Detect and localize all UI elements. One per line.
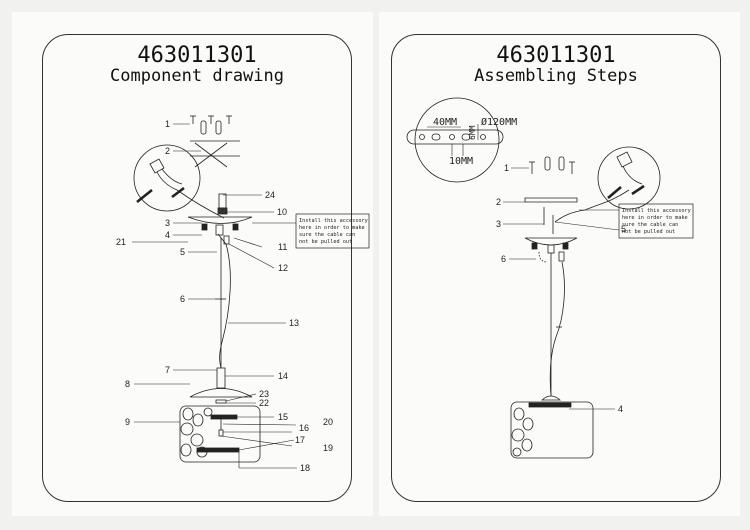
mounting-bracket-icon — [187, 193, 253, 245]
ceiling-canopy-icon — [524, 197, 586, 263]
assembly-drawing: 40MM Ø120MM 6MM 10MM — [406, 97, 694, 459]
step-callout-5: 5 — [621, 224, 626, 234]
callout-3: 3 — [165, 218, 170, 228]
callout-4: 4 — [165, 230, 170, 240]
callout-2: 2 — [165, 146, 170, 156]
step-callout-4: 4 — [618, 404, 623, 414]
callout-11: 11 — [278, 242, 287, 252]
component-drawing-title: Component drawing — [110, 66, 284, 86]
callout-12: 12 — [278, 263, 288, 273]
right-page: 463011301 Assembling Steps 40MM Ø120MM 6… — [379, 12, 740, 516]
wiring-detail-icon — [133, 144, 225, 219]
dimension-hole: 10MM — [449, 156, 473, 167]
install-note-line-3: sure the cable can — [299, 232, 355, 238]
callout-15: 15 — [278, 412, 288, 422]
callout-21: 21 — [116, 237, 126, 247]
install-note-line-4: not be pulled out — [622, 229, 675, 235]
lamp-shade-icon — [510, 395, 594, 459]
step-callout-1: 1 — [504, 163, 509, 173]
bracket-detail-icon — [406, 97, 504, 183]
callout-6: 6 — [180, 294, 185, 304]
callout-leaders — [132, 123, 297, 469]
wall-anchors-icon — [190, 120, 240, 168]
install-note-line-4: not be pulled out — [299, 239, 352, 245]
install-note-line-2: here in order to make — [299, 225, 365, 231]
callout-10: 10 — [277, 207, 287, 217]
left-model-number: 463011301 — [137, 43, 257, 68]
dimension-height: 6MM — [468, 125, 477, 140]
suspension-cable — [549, 253, 565, 397]
callout-18: 18 — [300, 463, 310, 473]
wiring-detail-icon — [584, 146, 661, 211]
step-callout-3: 3 — [496, 219, 501, 229]
component-drawing-panel: 463011301 Component drawing — [42, 34, 352, 502]
callout-14: 14 — [278, 371, 288, 381]
suspension-cable — [215, 238, 231, 369]
callout-16: 16 — [299, 423, 309, 433]
left-page: 463011301 Component drawing — [12, 12, 373, 516]
install-note-line-2: here in order to make — [622, 215, 688, 221]
callout-13: 13 — [289, 318, 299, 328]
callout-7: 7 — [165, 365, 170, 375]
install-note-line-1: Install this accessory — [622, 208, 691, 214]
dimension-width: 40MM — [433, 117, 457, 128]
callout-leaders — [503, 167, 620, 410]
assembling-steps-panel: 463011301 Assembling Steps — [391, 34, 721, 502]
callout-20: 20 — [323, 417, 333, 427]
screws-icon — [190, 115, 232, 124]
lower-fitting-icon — [189, 367, 253, 404]
right-model-number: 463011301 — [496, 43, 616, 68]
callout-19: 19 — [323, 443, 333, 453]
callout-8: 8 — [125, 379, 130, 389]
callout-23: 23 — [259, 389, 269, 399]
callout-9: 9 — [125, 417, 130, 427]
callout-1: 1 — [165, 119, 170, 129]
lamp-shade-icon — [179, 405, 261, 463]
component-drawing: Install this accessory here in order to … — [116, 115, 370, 473]
screws-and-anchors-icon — [529, 156, 575, 174]
callout-5: 5 — [180, 247, 185, 257]
assembling-steps-title: Assembling Steps — [474, 66, 638, 86]
install-note-line-1: Install this accessory — [299, 218, 368, 224]
callout-17: 17 — [295, 435, 305, 445]
step-callout-6: 6 — [501, 254, 506, 264]
callout-24: 24 — [265, 190, 275, 200]
dimension-diameter: Ø120MM — [481, 116, 517, 128]
callout-22: 22 — [259, 398, 269, 408]
step-callout-2: 2 — [496, 197, 501, 207]
install-note-line-3: sure the cable can — [622, 222, 678, 228]
